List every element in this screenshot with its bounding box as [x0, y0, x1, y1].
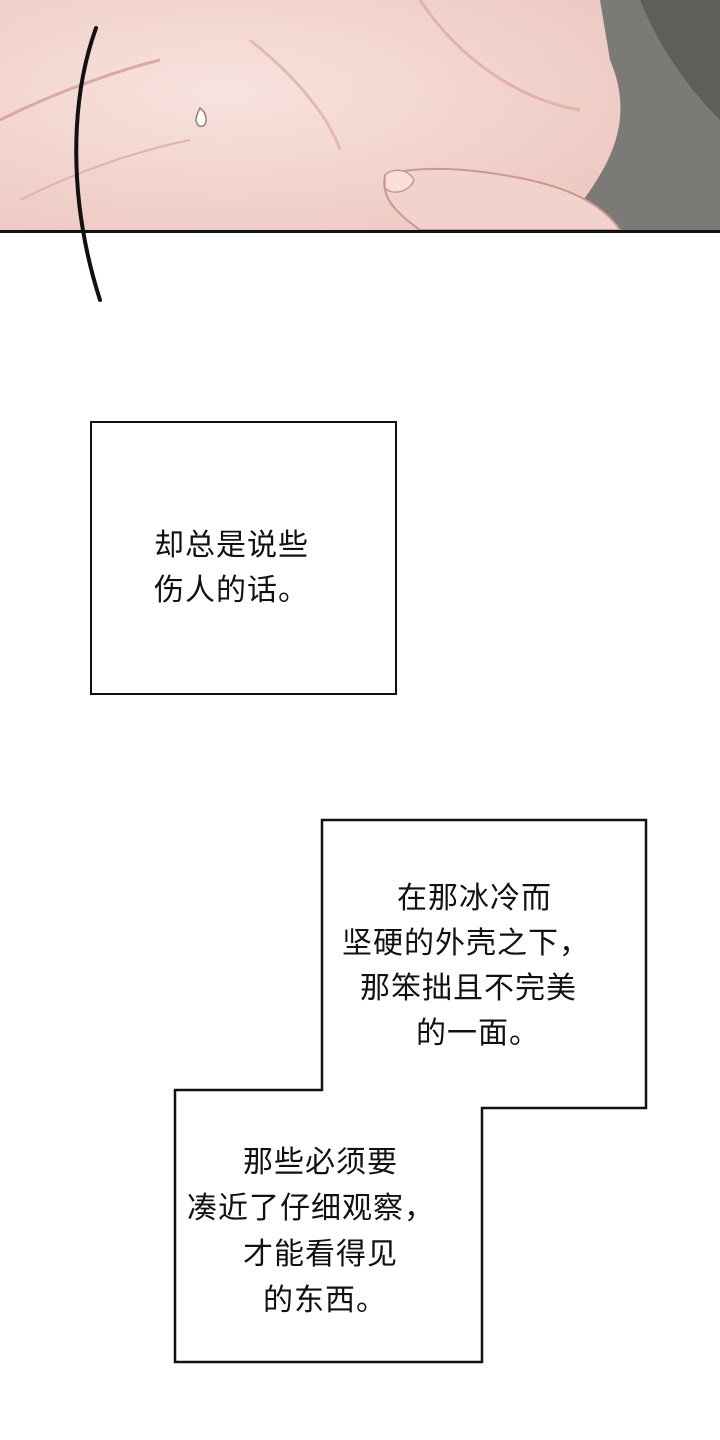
caption-line: 那笨拙且不完美: [360, 971, 577, 1006]
caption-box-2: 在那冰冷而 坚硬的外壳之下， 那笨拙且不完美 的一面。: [322, 820, 646, 1108]
skin-closeup-illustration: [0, 0, 720, 230]
caption-line: 才能看得见: [243, 1237, 398, 1272]
caption-line: 的一面。: [416, 1016, 540, 1051]
caption-box-1: 却总是说些 伤人的话。: [90, 421, 397, 695]
caption-line: 却总是说些: [154, 528, 309, 563]
caption-box-3: 那些必须要 凑近了仔细观察， 才能看得见 的东西。: [175, 1090, 482, 1362]
caption-line: 那些必须要: [243, 1145, 398, 1180]
caption-line: 凑近了仔细观察，: [187, 1191, 435, 1226]
caption-line: 坚硬的外壳之下，: [342, 926, 590, 961]
caption-line: 在那冰冷而: [397, 881, 552, 916]
top-illustration-panel: [0, 0, 720, 233]
caption-line: 伤人的话。: [154, 573, 309, 608]
caption-line: 的东西。: [263, 1283, 387, 1318]
